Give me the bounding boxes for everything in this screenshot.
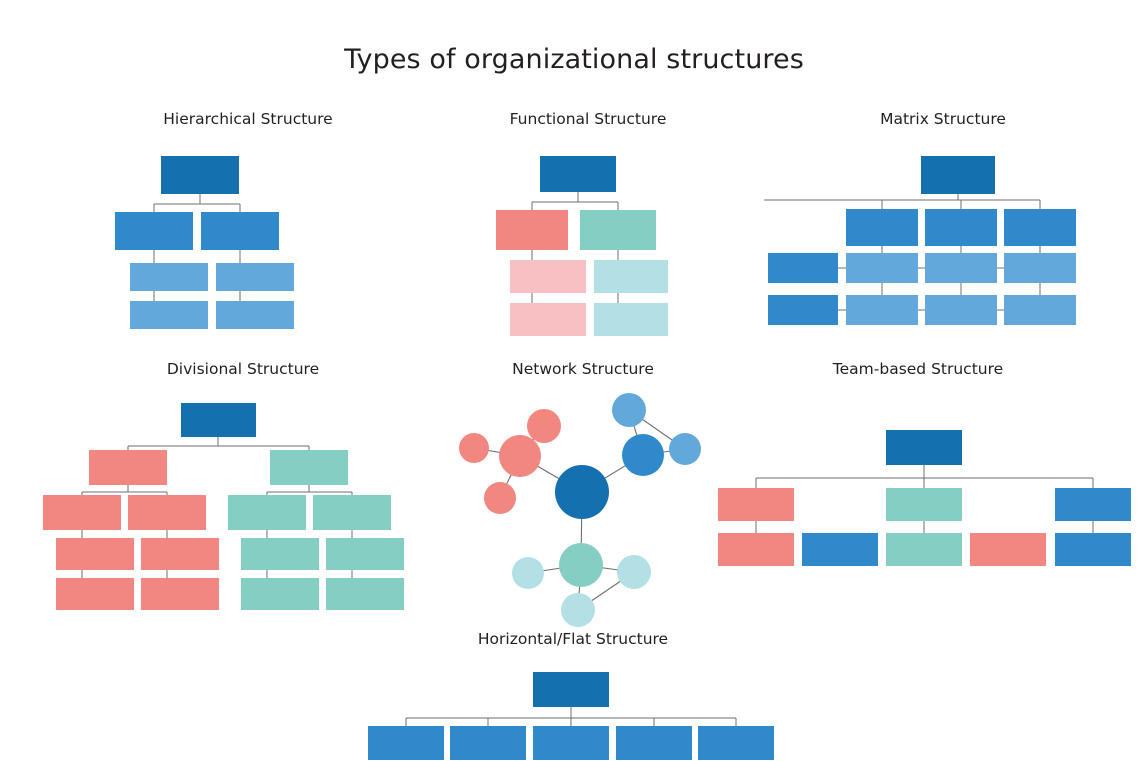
node-functional-sub-right-b[interactable] xyxy=(594,303,668,336)
node-hierarchical-level3-right-a[interactable] xyxy=(216,263,294,291)
node-team-based-team-member-4[interactable] xyxy=(970,533,1046,566)
panel-title-matrix: Matrix Structure xyxy=(880,110,1006,128)
node-matrix-cell-r2c3[interactable] xyxy=(1004,295,1076,325)
node-matrix-cell-r2c1[interactable] xyxy=(846,295,918,325)
node-functional-root[interactable] xyxy=(540,156,616,192)
node-divisional-right-team-b[interactable] xyxy=(313,495,391,530)
panel-title-functional: Functional Structure xyxy=(509,110,667,128)
panel-title-divisional: Divisional Structure xyxy=(166,360,320,378)
node-divisional-right-team-a[interactable] xyxy=(228,495,306,530)
node-hierarchical-level2-left[interactable] xyxy=(115,212,193,250)
node-functional-sub-left-b[interactable] xyxy=(510,303,586,336)
node-network-salmon-satellite-1[interactable] xyxy=(459,433,489,463)
node-matrix-col-head-3[interactable] xyxy=(1004,209,1076,246)
panel-title-hierarchical: Hierarchical Structure xyxy=(163,110,333,128)
diagram-matrix xyxy=(764,156,1076,325)
node-divisional-left-b-sub1[interactable] xyxy=(141,538,219,570)
node-hierarchical-root[interactable] xyxy=(161,156,239,194)
diagram-functional xyxy=(496,156,668,336)
node-matrix-cell-r1c2[interactable] xyxy=(925,253,997,283)
diagram-divisional xyxy=(43,403,404,610)
node-matrix-cell-r1c3[interactable] xyxy=(1004,253,1076,283)
node-network-salmon-satellite-2[interactable] xyxy=(527,409,561,443)
node-matrix-row-head-2[interactable] xyxy=(768,295,838,325)
panel-horizontal-flat: Horizontal/Flat Structure xyxy=(338,630,808,761)
node-network-hub-teal[interactable] xyxy=(559,543,603,587)
panel-hierarchical: Hierarchical Structure xyxy=(88,110,408,340)
node-hierarchical-level2-right[interactable] xyxy=(201,212,279,250)
diagram-team-based xyxy=(718,430,1131,566)
node-divisional-left-team-a[interactable] xyxy=(43,495,121,530)
node-matrix-col-head-1[interactable] xyxy=(846,209,918,246)
node-functional-dept-left[interactable] xyxy=(496,210,568,250)
page-title: Types of organizational structures xyxy=(344,44,804,76)
node-network-salmon-satellite-3[interactable] xyxy=(484,482,516,514)
node-horizontal-flat-unit-3[interactable] xyxy=(533,726,609,760)
node-team-based-team-lead-1[interactable] xyxy=(718,488,794,521)
node-hierarchical-level3-right-b[interactable] xyxy=(216,301,294,329)
panel-functional: Functional Structure xyxy=(448,110,728,340)
node-team-based-team-member-2[interactable] xyxy=(802,533,878,566)
node-team-based-team-member-5[interactable] xyxy=(1055,533,1131,566)
node-divisional-division-right[interactable] xyxy=(270,450,348,485)
node-horizontal-flat-unit-2[interactable] xyxy=(450,726,526,760)
node-hierarchical-level3-left-a[interactable] xyxy=(130,263,208,291)
node-divisional-right-a-sub1[interactable] xyxy=(241,538,319,570)
node-network-teal-satellite-3[interactable] xyxy=(561,593,595,627)
node-divisional-left-a-sub2[interactable] xyxy=(56,578,134,610)
panel-title-horizontal-flat: Horizontal/Flat Structure xyxy=(477,630,669,648)
node-divisional-left-team-b[interactable] xyxy=(128,495,206,530)
node-functional-sub-left-a[interactable] xyxy=(510,260,586,293)
node-network-teal-satellite-1[interactable] xyxy=(512,557,544,589)
node-network-hub-salmon[interactable] xyxy=(499,435,541,477)
node-network-hub-center[interactable] xyxy=(555,465,609,519)
node-divisional-right-b-sub1[interactable] xyxy=(326,538,404,570)
diagram-network xyxy=(459,393,701,627)
node-horizontal-flat-unit-4[interactable] xyxy=(616,726,692,760)
node-divisional-right-b-sub2[interactable] xyxy=(326,578,404,610)
panel-network: Network Structure xyxy=(438,360,728,627)
node-divisional-root[interactable] xyxy=(181,403,256,437)
node-network-hub-blue[interactable] xyxy=(622,434,664,476)
node-divisional-left-b-sub2[interactable] xyxy=(141,578,219,610)
node-matrix-root[interactable] xyxy=(921,156,995,194)
node-network-teal-satellite-2[interactable] xyxy=(617,555,651,589)
node-matrix-cell-r2c2[interactable] xyxy=(925,295,997,325)
node-hierarchical-level3-left-b[interactable] xyxy=(130,301,208,329)
node-network-blue-satellite-2[interactable] xyxy=(669,433,701,465)
node-functional-dept-right[interactable] xyxy=(580,210,656,250)
node-horizontal-flat-unit-1[interactable] xyxy=(368,726,444,760)
panel-title-team-based: Team-based Structure xyxy=(832,360,1004,378)
panel-matrix: Matrix Structure xyxy=(764,110,1118,340)
node-divisional-division-left[interactable] xyxy=(89,450,167,485)
node-functional-sub-right-a[interactable] xyxy=(594,260,668,293)
node-divisional-left-a-sub1[interactable] xyxy=(56,538,134,570)
node-horizontal-flat-unit-5[interactable] xyxy=(698,726,774,760)
panel-title-network: Network Structure xyxy=(512,360,654,378)
node-matrix-col-head-2[interactable] xyxy=(925,209,997,246)
diagram-hierarchical xyxy=(115,156,294,329)
node-team-based-team-member-1[interactable] xyxy=(718,533,794,566)
node-matrix-row-head-1[interactable] xyxy=(768,253,838,283)
node-divisional-right-a-sub2[interactable] xyxy=(241,578,319,610)
node-team-based-team-lead-2[interactable] xyxy=(886,488,962,521)
node-team-based-team-lead-3[interactable] xyxy=(1055,488,1131,521)
node-network-blue-satellite-1[interactable] xyxy=(612,393,646,427)
panel-divisional: Divisional Structure xyxy=(38,360,448,620)
panel-team-based: Team-based Structure xyxy=(708,360,1131,590)
node-team-based-root[interactable] xyxy=(886,430,962,465)
node-horizontal-flat-root[interactable] xyxy=(533,672,609,707)
node-team-based-team-member-3[interactable] xyxy=(886,533,962,566)
node-matrix-cell-r1c1[interactable] xyxy=(846,253,918,283)
diagram-horizontal-flat xyxy=(368,672,774,760)
